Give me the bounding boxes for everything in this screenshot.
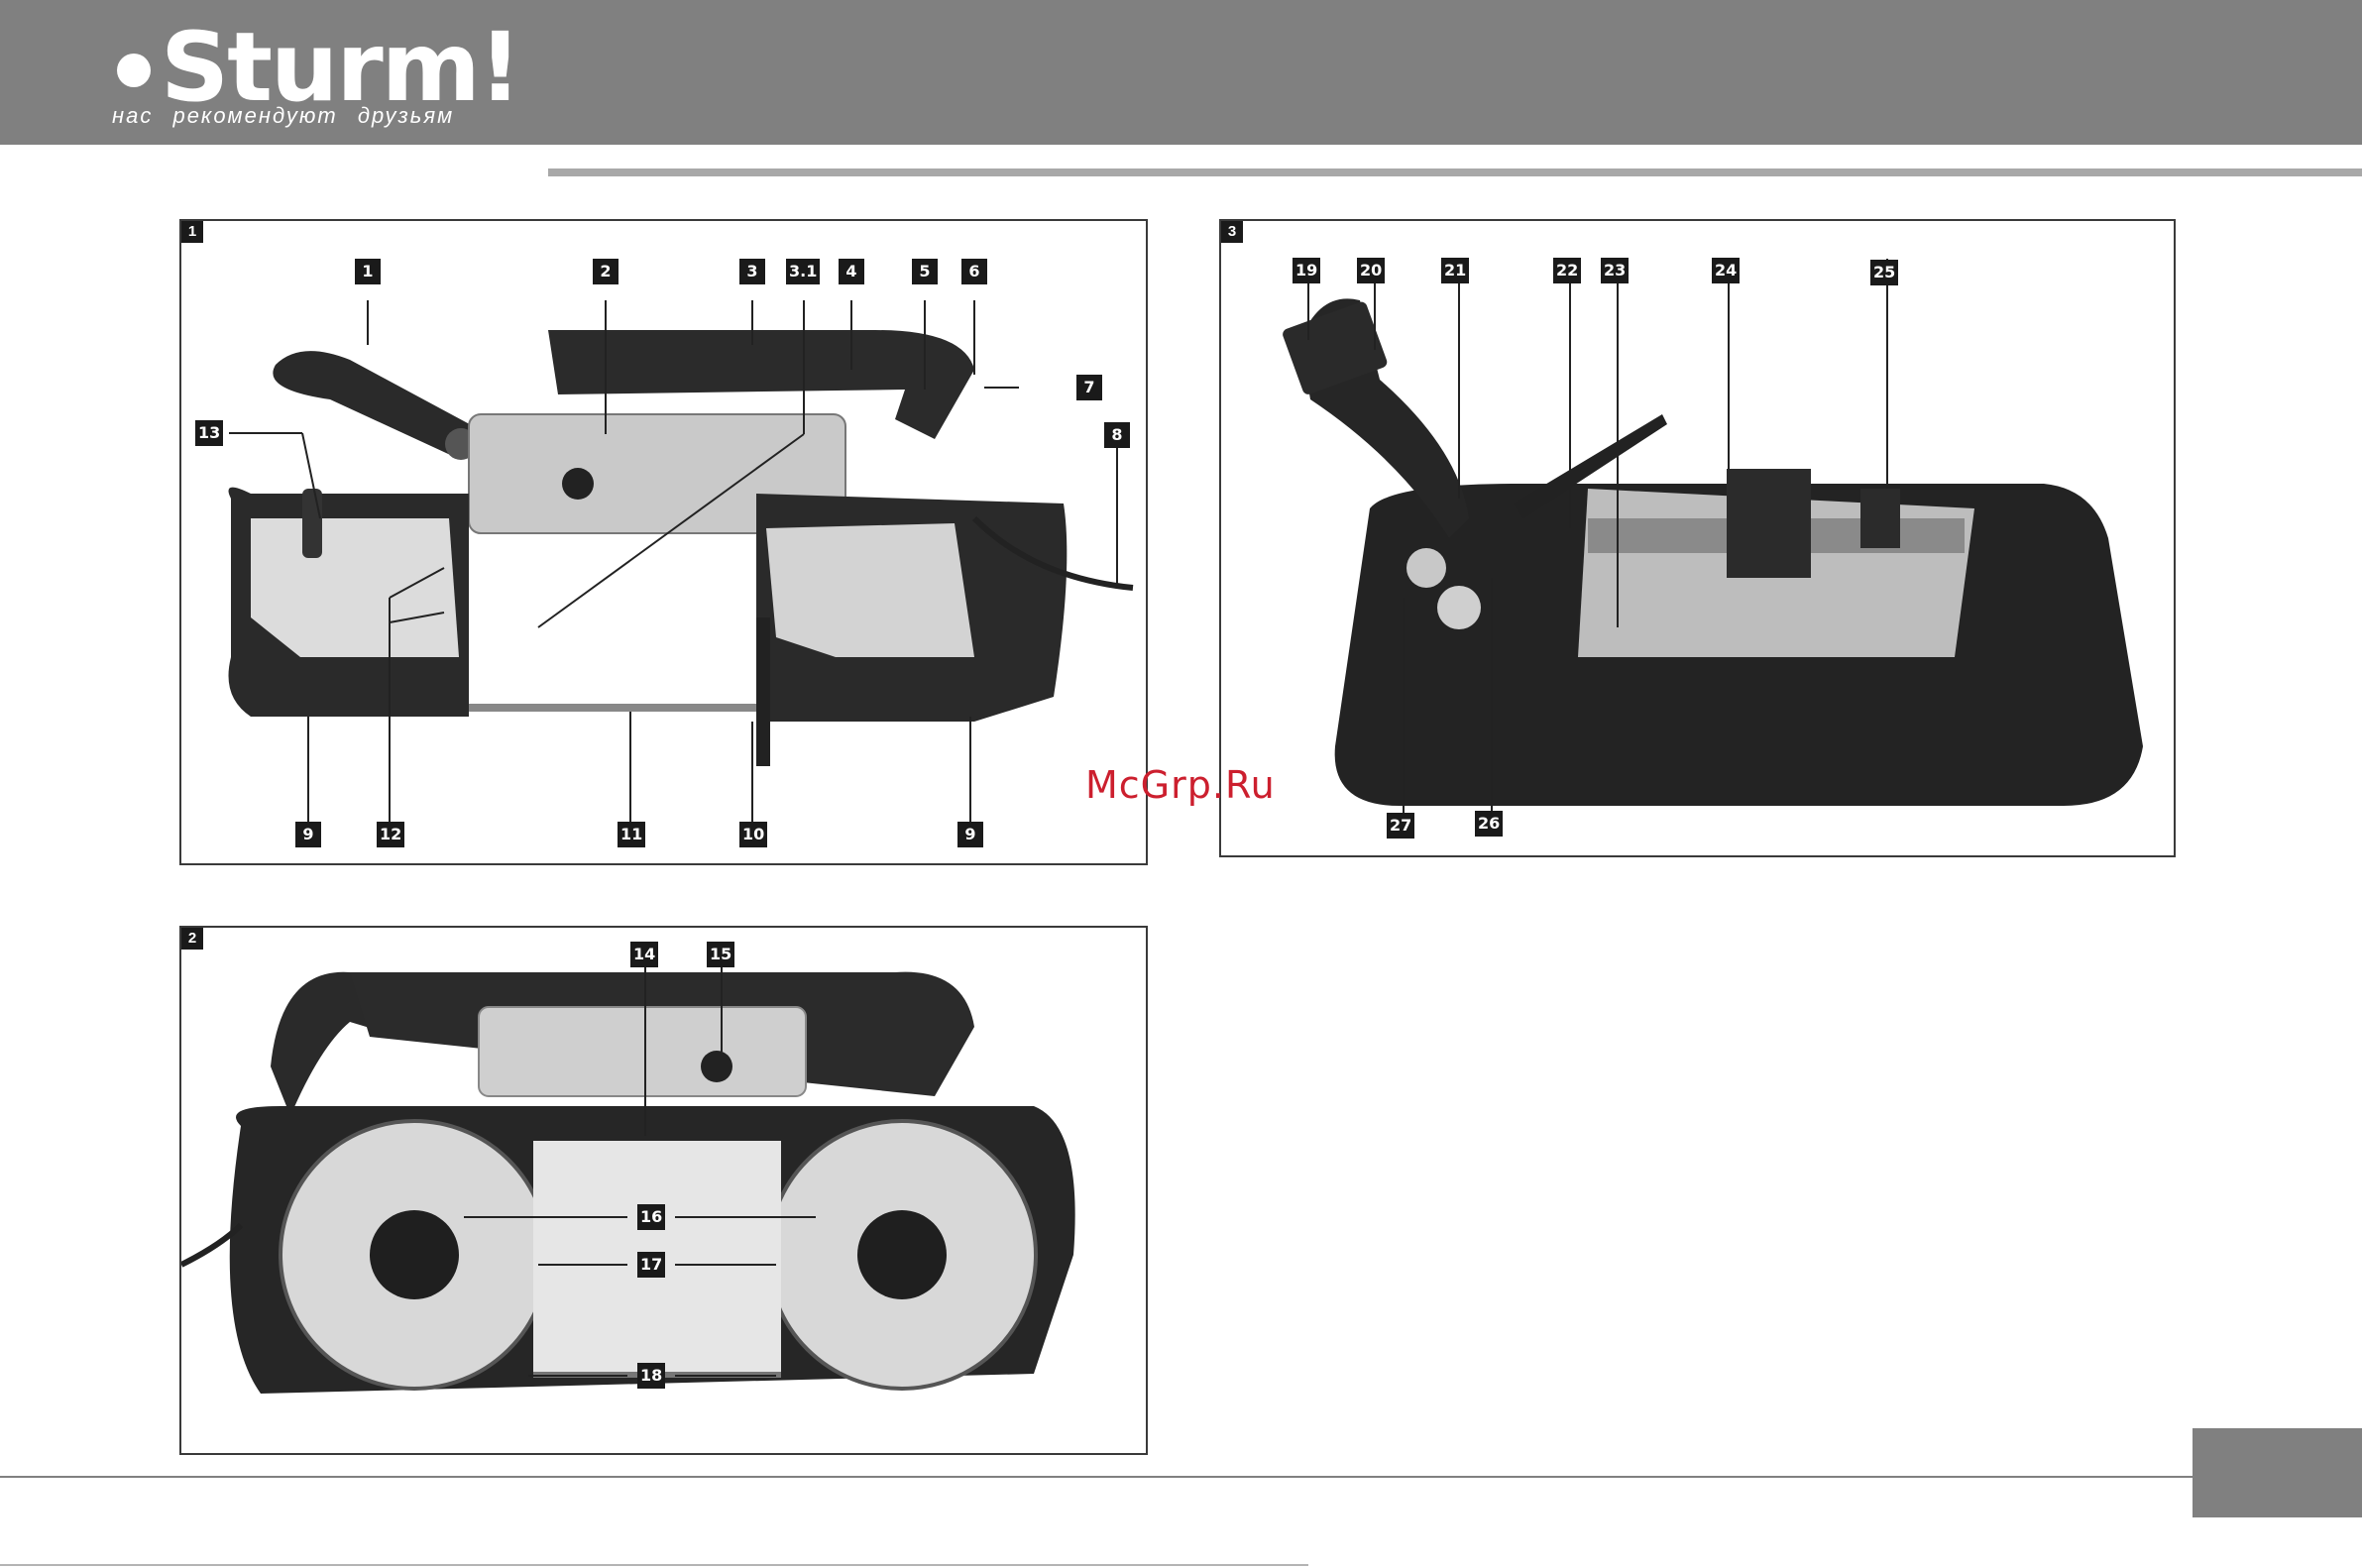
callout-label: 14	[630, 942, 658, 967]
callout-label: 10	[739, 822, 767, 847]
callout-label: 5	[912, 259, 938, 284]
callout-label: 18	[637, 1363, 665, 1389]
callout-label: 21	[1441, 258, 1469, 283]
callout-label: 9	[295, 822, 321, 847]
figure-1-illustration	[181, 221, 1146, 863]
callout-label: 22	[1553, 258, 1581, 283]
callout-label: 16	[637, 1204, 665, 1230]
callout-label: 7	[1076, 375, 1102, 400]
header-rule	[548, 168, 2362, 176]
figure-number: 3	[1221, 221, 1243, 243]
brand-tagline: нас рекомендуют друзьям	[112, 103, 454, 129]
watermark: McGrp.Ru	[1085, 763, 1276, 807]
page-header: Sturm! нас рекомендуют друзьям	[0, 0, 2362, 145]
bottom-line	[0, 1564, 1308, 1566]
figure-number: 2	[181, 928, 203, 950]
figure-3-illustration	[1221, 221, 2174, 855]
callout-label: 8	[1104, 422, 1130, 448]
callout-label: 27	[1387, 813, 1414, 839]
logo-dot	[117, 54, 151, 87]
figure-3: 3 19 20 21 22 23 24 25 27 26	[1219, 219, 2176, 857]
callout-label: 26	[1475, 811, 1503, 837]
callout-label: 1	[355, 259, 381, 284]
callout-label: 4	[839, 259, 864, 284]
figure-number: 1	[181, 221, 203, 243]
callout-label: 3	[739, 259, 765, 284]
callout-label: 3.1	[786, 259, 820, 284]
callout-label: 17	[637, 1252, 665, 1278]
callout-label: 20	[1357, 258, 1385, 283]
callout-label: 24	[1712, 258, 1740, 283]
callout-label: 13	[195, 420, 223, 446]
callout-label: 15	[707, 942, 734, 967]
callout-label: 19	[1293, 258, 1320, 283]
page-tab	[2193, 1428, 2362, 1517]
callout-label: 2	[593, 259, 619, 284]
callout-label: 23	[1601, 258, 1629, 283]
callout-label: 12	[377, 822, 404, 847]
callout-label: 25	[1870, 260, 1898, 285]
callout-label: 11	[618, 822, 645, 847]
callout-label: 9	[957, 822, 983, 847]
footer-rule	[0, 1476, 2193, 1478]
figure-2: 2 14 15 16 17 18	[179, 926, 1148, 1455]
figure-1: 1 1 2 3 3.1 4 5 6 7 8 13 9 12 11 10 9	[179, 219, 1148, 865]
callout-label: 6	[961, 259, 987, 284]
brand-logo: Sturm!	[161, 18, 520, 117]
